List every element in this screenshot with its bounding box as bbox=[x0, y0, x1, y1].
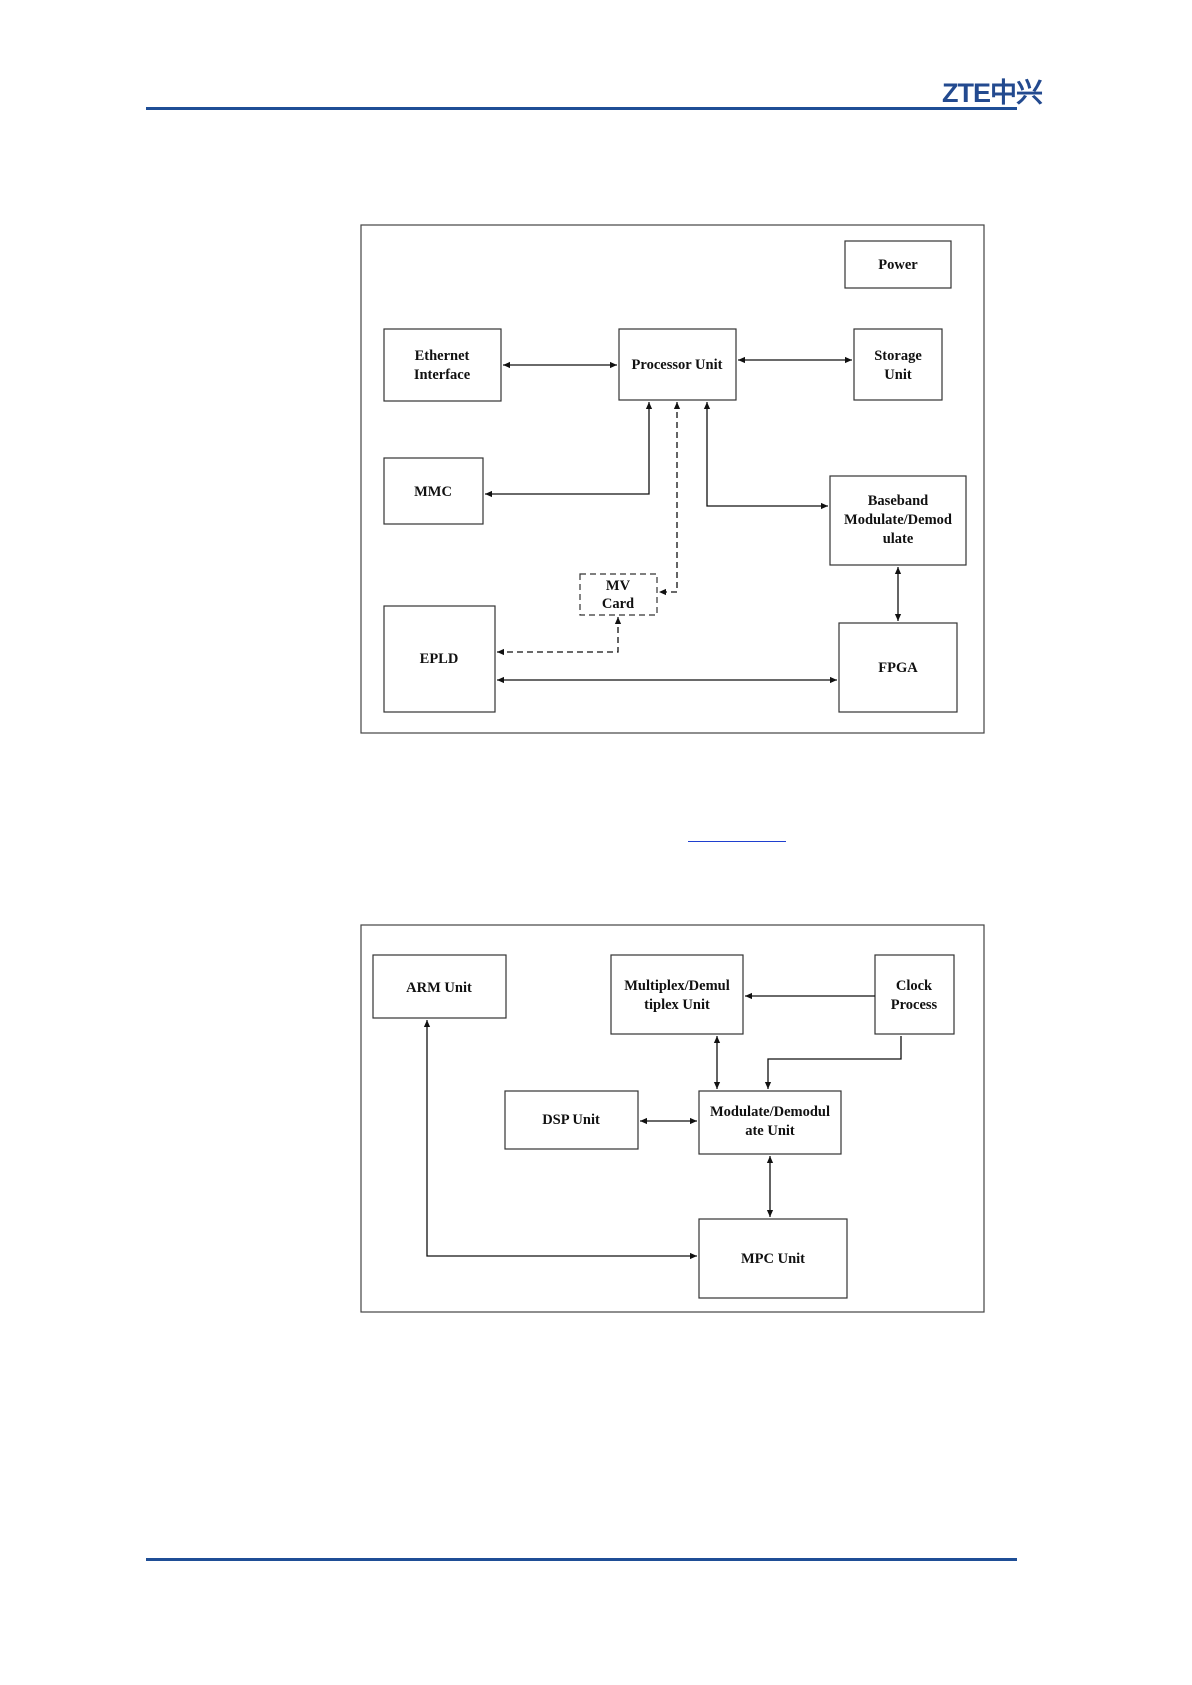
baseband-label-line3: ulate bbox=[883, 531, 914, 547]
mmc-label: MMC bbox=[414, 484, 452, 500]
ethernet-label-line2: Interface bbox=[414, 367, 471, 383]
arrow-processor-mmc bbox=[485, 402, 649, 494]
mpc-label: MPC Unit bbox=[741, 1251, 805, 1267]
processor-unit-box: Processor Unit bbox=[619, 329, 736, 400]
arrow-processor-mv-card bbox=[659, 402, 677, 592]
arrow-clock-to-modem bbox=[768, 1036, 901, 1089]
mux-label-line1: Multiplex/Demul bbox=[624, 978, 730, 994]
clock-process-box: Clock Process bbox=[875, 955, 954, 1034]
storage-label-line2: Unit bbox=[884, 367, 912, 383]
baseband-label-line1: Baseband bbox=[868, 493, 928, 509]
ethernet-label-line1: Ethernet bbox=[415, 348, 470, 364]
mpc-unit-box: MPC Unit bbox=[699, 1219, 847, 1298]
ethernet-interface-box: Ethernet Interface bbox=[384, 329, 501, 401]
storage-label-line1: Storage bbox=[874, 348, 922, 364]
modem-label-line2: ate Unit bbox=[745, 1123, 795, 1139]
arrow-processor-baseband bbox=[707, 402, 828, 506]
cross-reference-link[interactable] bbox=[688, 825, 786, 842]
mv-card-label-line2: Card bbox=[602, 596, 634, 612]
storage-unit-box: Storage Unit bbox=[854, 329, 942, 400]
arm-unit-box: ARM Unit bbox=[373, 955, 506, 1018]
arrow-mv-card-epld bbox=[497, 617, 618, 652]
modulate-demodulate-unit-box: Modulate/Demodul ate Unit bbox=[699, 1091, 841, 1154]
dsp-label: DSP Unit bbox=[542, 1112, 600, 1128]
clock-label-line1: Clock bbox=[896, 978, 933, 994]
modem-label-line1: Modulate/Demodul bbox=[710, 1104, 830, 1120]
arm-label: ARM Unit bbox=[406, 980, 472, 996]
power-box: Power bbox=[845, 241, 951, 288]
mux-label-line2: tiplex Unit bbox=[644, 997, 710, 1013]
clock-label-line2: Process bbox=[891, 997, 938, 1013]
power-label: Power bbox=[878, 257, 918, 273]
dsp-unit-box: DSP Unit bbox=[505, 1091, 638, 1149]
fpga-label: FPGA bbox=[878, 660, 918, 676]
epld-box: EPLD bbox=[384, 606, 495, 712]
mmc-box: MMC bbox=[384, 458, 483, 524]
baseband-box: Baseband Modulate/Demod ulate bbox=[830, 476, 966, 565]
baseband-label-line2: Modulate/Demod bbox=[844, 512, 952, 528]
epld-label: EPLD bbox=[420, 651, 459, 667]
mv-card-label-line1: MV bbox=[606, 578, 631, 594]
footer-rule bbox=[146, 1558, 1017, 1561]
processor-label: Processor Unit bbox=[632, 357, 723, 373]
mv-card-box: MV Card bbox=[580, 574, 657, 615]
multiplex-unit-box: Multiplex/Demul tiplex Unit bbox=[611, 955, 743, 1034]
fpga-box: FPGA bbox=[839, 623, 957, 712]
